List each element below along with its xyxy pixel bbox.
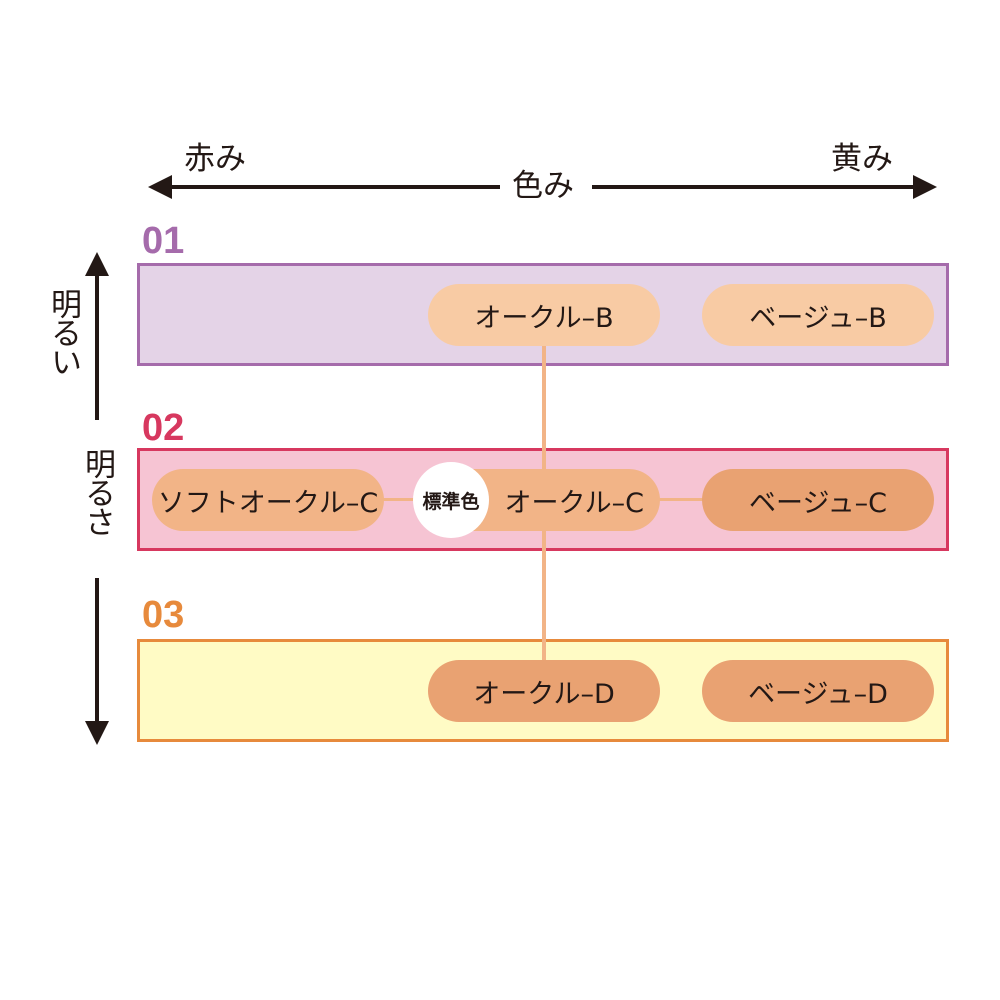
hue-right-label: 黄み xyxy=(831,141,893,177)
brightness-top-label: 明るい xyxy=(45,288,81,375)
right-arrowhead xyxy=(913,175,937,199)
left-arrowhead xyxy=(148,175,172,199)
row-number-03: 03 xyxy=(142,594,185,636)
hue-axis-label: 色み xyxy=(512,168,574,204)
down-arrowhead xyxy=(85,721,109,745)
standard-shade-badge: 標準色 xyxy=(413,462,489,538)
up-arrowhead xyxy=(85,252,109,276)
hue-left-label: 赤み xyxy=(184,141,246,177)
shade-beige-d: ベージュ–D xyxy=(702,660,934,722)
shade-ochre-b: オークル–B xyxy=(428,284,660,346)
shade-beige-c: ベージュ–C xyxy=(702,469,934,531)
row-number-01: 01 xyxy=(142,220,185,262)
shade-beige-b: ベージュ–B xyxy=(702,284,934,346)
shade-soft-ochre-c: ソフトオークル–C xyxy=(152,469,384,531)
shade-ochre-c-label: オークル–C xyxy=(504,487,644,519)
brightness-axis-label: 明るさ xyxy=(79,448,115,535)
shade-ochre-d: オークル–D xyxy=(428,660,660,722)
row-number-02: 02 xyxy=(142,407,185,449)
